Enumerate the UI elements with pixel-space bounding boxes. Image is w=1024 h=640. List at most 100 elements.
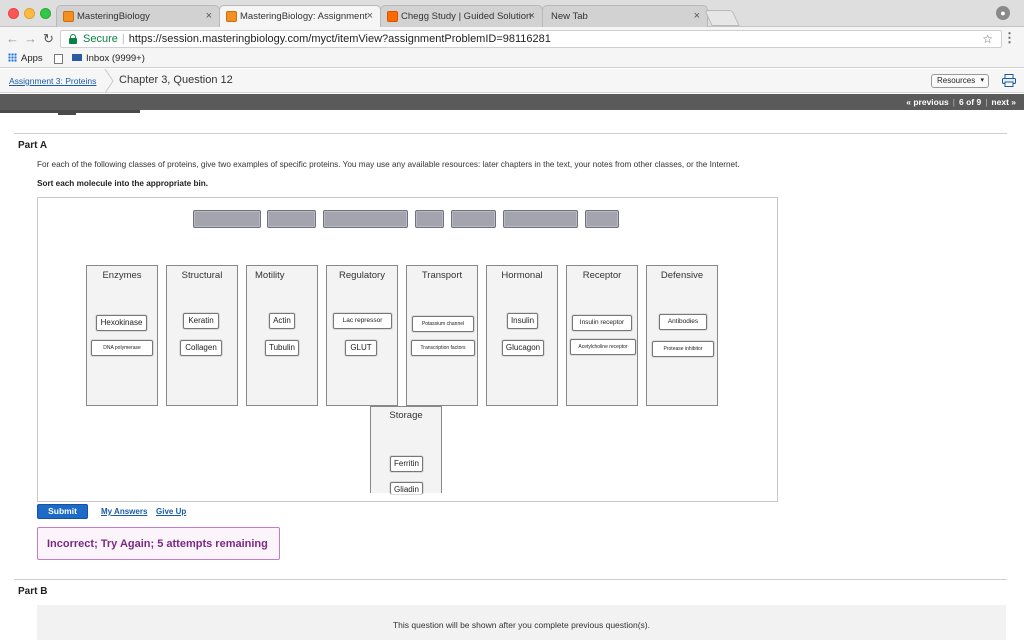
draggable-label-glut[interactable]: GLUT <box>345 340 377 356</box>
back-arrow-icon[interactable]: ← <box>6 31 19 46</box>
breadcrumb-chevron-icon <box>104 69 114 93</box>
draggable-label-acetylcholine-receptor[interactable]: Acetylcholine receptor <box>570 339 636 355</box>
assignment-header: Assignment 3: Proteins Chapter 3, Questi… <box>0 69 1024 93</box>
bin-receptor[interactable]: Receptor Insulin receptor Acetylcholine … <box>566 265 638 406</box>
empty-label-slot[interactable] <box>585 210 619 228</box>
question-nav-bar: « previous|6 of 9|next » <box>0 94 1024 110</box>
feedback-message: Incorrect; Try Again; 5 attempts remaini… <box>37 527 280 560</box>
bin-defensive[interactable]: Defensive Antibodies Protease inhibitor <box>646 265 718 406</box>
bookmark-star-icon[interactable]: ☆ <box>982 32 993 46</box>
tab-title: New Tab <box>551 11 588 22</box>
apps-grid-icon <box>8 53 17 62</box>
tab-new-tab[interactable]: New Tab × <box>542 5 708 28</box>
divider <box>14 133 1007 134</box>
sort-instruction: Sort each molecule into the appropriate … <box>37 179 209 188</box>
empty-label-slot[interactable] <box>193 210 261 228</box>
draggable-label-actin[interactable]: Actin <box>269 313 295 329</box>
browser-menu-icon[interactable]: ⋮ <box>1003 30 1016 45</box>
bin-label: Receptor <box>582 270 622 281</box>
chegg-favicon-icon <box>387 11 398 22</box>
divider <box>14 579 1007 580</box>
tab-close-icon[interactable]: × <box>366 10 373 22</box>
bin-label: Enzymes <box>102 270 142 281</box>
masteringbiology-favicon-icon <box>226 11 237 22</box>
bin-motility[interactable]: Motility Actin Tubulin <box>246 265 318 406</box>
empty-label-slot[interactable] <box>451 210 496 228</box>
tab-title: MasteringBiology <box>77 11 150 22</box>
bookmarks-bar: Apps Inbox (9999+) <box>0 50 1024 68</box>
tab-masteringbiology-assignment[interactable]: MasteringBiology: Assignment × <box>219 5 381 28</box>
bin-storage[interactable]: Storage Ferritin Gliadin <box>370 406 442 494</box>
minimize-window-icon[interactable] <box>24 8 35 19</box>
close-window-icon[interactable] <box>8 8 19 19</box>
new-tab-button[interactable] <box>704 10 740 26</box>
draggable-label-potassium-channel[interactable]: Potassium channel <box>412 316 474 332</box>
give-up-link[interactable]: Give Up <box>156 507 187 516</box>
bin-regulatory[interactable]: Regulatory Lac repressor GLUT <box>326 265 398 406</box>
empty-label-slot[interactable] <box>323 210 408 228</box>
bookmark-inbox[interactable]: Inbox (9999+) <box>72 53 145 64</box>
page-icon[interactable] <box>54 54 63 64</box>
draggable-label-dna-polymerase[interactable]: DNA polymerase <box>91 340 153 356</box>
bin-hormonal[interactable]: Hormonal Insulin Glucagon <box>486 265 558 406</box>
next-link[interactable]: next » <box>991 97 1016 107</box>
previous-link[interactable]: « previous <box>906 97 949 107</box>
bin-label: Hormonal <box>501 270 543 281</box>
breadcrumb-assignment-link[interactable]: Assignment 3: Proteins <box>9 76 97 86</box>
submit-button[interactable]: Submit <box>37 504 88 519</box>
tab-masteringbiology[interactable]: MasteringBiology × <box>56 5 220 28</box>
bin-label: Structural <box>181 270 223 281</box>
empty-label-slot[interactable] <box>503 210 578 228</box>
bin-label: Defensive <box>660 270 704 281</box>
bin-enzymes[interactable]: Enzymes Hexokinase DNA polymerase <box>86 265 158 406</box>
breadcrumb-current: Chapter 3, Question 12 <box>119 74 233 86</box>
resources-select[interactable]: Resources ▾ <box>931 74 989 88</box>
tab-title: Chegg Study | Guided Solution <box>401 11 532 22</box>
question-pager: « previous|6 of 9|next » <box>906 97 1016 107</box>
browser-toolbar: ← → ↻ Secure|https://session.masteringbi… <box>0 27 1024 50</box>
profile-icon[interactable]: ● <box>996 6 1010 20</box>
reload-icon[interactable]: ↻ <box>43 31 54 46</box>
tab-close-icon[interactable]: × <box>528 10 535 22</box>
tab-close-icon[interactable]: × <box>693 10 700 22</box>
empty-label-slot[interactable] <box>415 210 444 228</box>
question-position: 6 of 9 <box>959 97 982 107</box>
part-a-instructions: For each of the following classes of pro… <box>37 160 740 169</box>
lock-icon <box>69 34 77 44</box>
draggable-label-glucagon[interactable]: Glucagon <box>502 340 544 356</box>
bookmark-label: Inbox (9999+) <box>86 53 145 64</box>
part-b-locked-note: This question will be shown after you co… <box>37 605 1006 640</box>
tab-close-icon[interactable]: × <box>205 10 212 22</box>
maximize-window-icon[interactable] <box>40 8 51 19</box>
header-underline <box>0 110 1024 115</box>
draggable-label-insulin[interactable]: Insulin <box>507 313 538 329</box>
draggable-label-ferritin[interactable]: Ferritin <box>390 456 423 472</box>
draggable-label-lac-repressor[interactable]: Lac repressor <box>333 313 392 329</box>
draggable-label-protease-inhibitor[interactable]: Protease inhibitor <box>652 341 714 357</box>
draggable-label-transcription-factors[interactable]: Transcription factors <box>411 340 475 356</box>
forward-arrow-icon[interactable]: → <box>24 31 37 46</box>
bin-transport[interactable]: Transport Potassium channel Transcriptio… <box>406 265 478 406</box>
tab-chegg-study[interactable]: Chegg Study | Guided Solution × <box>380 5 543 28</box>
bin-structural[interactable]: Structural Keratin Collagen <box>166 265 238 406</box>
draggable-label-tubulin[interactable]: Tubulin <box>265 340 299 356</box>
draggable-label-gliadin[interactable]: Gliadin <box>390 482 423 494</box>
draggable-label-hexokinase[interactable]: Hexokinase <box>96 315 147 331</box>
print-icon[interactable] <box>1002 74 1016 87</box>
url-text: https://session.masteringbiology.com/myc… <box>128 33 551 45</box>
bin-label: Regulatory <box>339 270 385 281</box>
bookmark-apps[interactable]: Apps <box>8 53 43 64</box>
secure-label: Secure <box>83 33 118 45</box>
tab-title: MasteringBiology: Assignment <box>240 11 368 22</box>
masteringbiology-favicon-icon <box>63 11 74 22</box>
draggable-label-insulin-receptor[interactable]: Insulin receptor <box>572 315 632 331</box>
part-b-title: Part B <box>18 586 48 597</box>
bookmark-label: Apps <box>21 53 43 64</box>
empty-label-slot[interactable] <box>267 210 316 228</box>
draggable-label-collagen[interactable]: Collagen <box>180 340 222 356</box>
select-arrows-icon: ▾ <box>980 77 984 84</box>
draggable-label-antibodies[interactable]: Antibodies <box>659 314 707 330</box>
draggable-label-keratin[interactable]: Keratin <box>183 313 219 329</box>
address-bar[interactable]: Secure|https://session.masteringbiology.… <box>60 30 1002 48</box>
my-answers-link[interactable]: My Answers <box>101 507 148 516</box>
